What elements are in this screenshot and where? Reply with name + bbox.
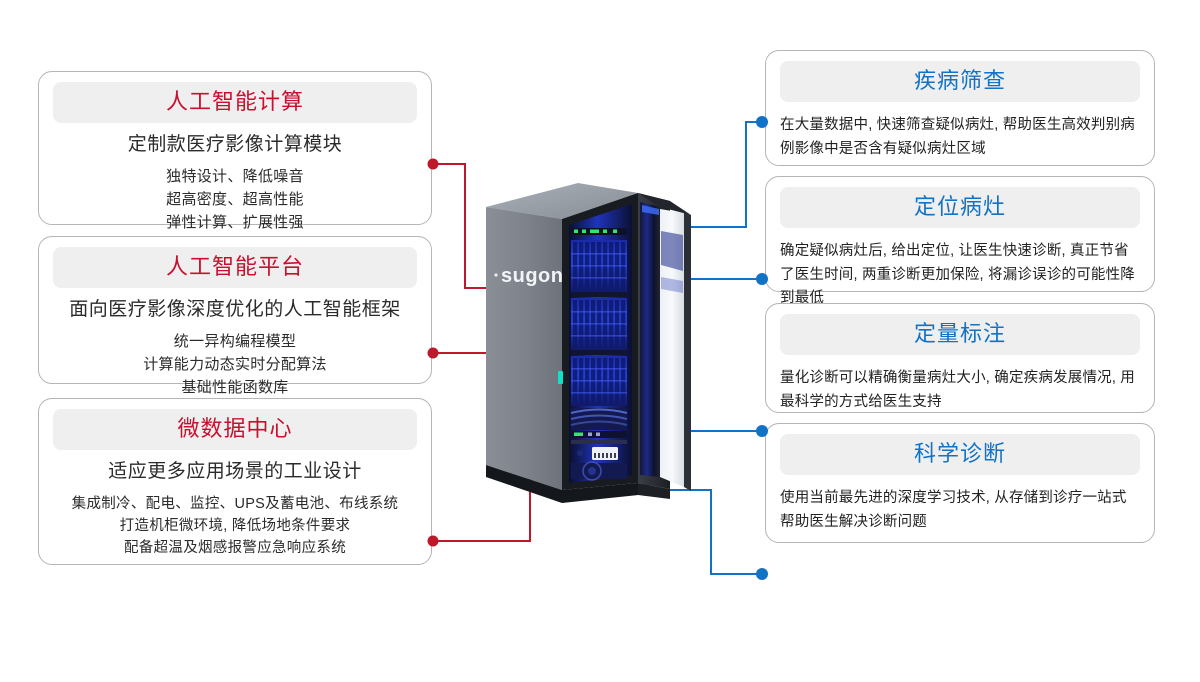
rack-side-panel	[486, 207, 562, 490]
sugon-logo: sugon	[494, 265, 569, 287]
left-card-line: 基础性能函数库	[181, 378, 289, 396]
right-card-title-3: 科学诊断	[780, 434, 1140, 476]
connector-segment	[464, 163, 466, 289]
rack-door-top-rail	[638, 193, 691, 215]
left-card-title-0: 人工智能计算	[53, 82, 417, 124]
left-card-lead-0: 定制款医疗影像计算模块	[127, 134, 343, 156]
right-card-lesion-localization[interactable]: 定位病灶 确定疑似病灶后, 给出定位, 让医生快速诊断, 真正节省了医生时间, …	[765, 176, 1155, 306]
left-card-lines-2: 集成制冷、配电、监控、UPS及蓄电池、布线系统 打造机柜微环境, 降低场地条件要…	[53, 493, 417, 559]
left-card-line: 打造机柜微环境, 降低场地条件要求	[119, 518, 351, 535]
left-card-lead-1: 面向医疗影像深度优化的人工智能框架	[69, 299, 401, 321]
left-card-line: 统一异构编程模型	[173, 333, 297, 351]
rack-power-panel	[571, 431, 627, 460]
rack-door-glass	[660, 209, 684, 487]
left-card-line: 弹性计算、扩展性强	[166, 213, 304, 231]
rack-power-indicator	[558, 371, 563, 384]
left-card-ai-computing[interactable]: 人工智能计算 定制款医疗影像计算模块 独特设计、降低噪音 超高密度、超高性能 弹…	[38, 71, 432, 231]
right-card-body-1: 确定疑似病灶后, 给出定位, 让医生快速诊断, 真正节省了医生时间, 两重诊断更…	[780, 243, 1136, 307]
rack-door-led-strip	[642, 205, 659, 215]
connector-segment	[710, 489, 712, 575]
connector-dot-card	[756, 568, 768, 580]
left-card-ai-platform[interactable]: 人工智能平台 面向医疗影像深度优化的人工智能框架 统一异构编程模型 计算能力动态…	[38, 236, 432, 396]
rack-base	[486, 465, 638, 503]
rack-blade-bays	[571, 240, 627, 406]
connector-segment	[710, 573, 763, 575]
right-card-body-3: 使用当前最先进的深度学习技术, 从存储到诊疗一站式帮助医生解决诊断问题	[780, 490, 1127, 530]
right-card-title-2: 定量标注	[780, 314, 1140, 356]
left-card-lead-2: 适应更多应用场景的工业设计	[108, 461, 362, 483]
connector-segment	[433, 540, 531, 542]
right-card-disease-screening[interactable]: 疾病筛查 在大量数据中, 快速筛查疑似病灶, 帮助医生高效判别病例影像中是否含有…	[765, 50, 1155, 166]
left-card-line: 集成制冷、配电、监控、UPS及蓄电池、布线系统	[71, 496, 399, 513]
right-card-body-0: 在大量数据中, 快速筛查疑似病灶, 帮助医生高效判别病例影像中是否含有疑似病灶区…	[780, 117, 1136, 157]
left-card-lines-1: 统一异构编程模型 计算能力动态实时分配算法 基础性能函数库	[53, 331, 417, 399]
left-card-title-1: 人工智能平台	[53, 247, 417, 289]
left-card-micro-data-center[interactable]: 微数据中心 适应更多应用场景的工业设计 集成制冷、配电、监控、UPS及蓄电池、布…	[38, 398, 432, 565]
left-card-lines-0: 独特设计、降低噪音 超高密度、超高性能 弹性计算、扩展性强	[53, 166, 417, 234]
server-rack-illustration: sugon	[470, 165, 700, 530]
rack-cooling-unit	[571, 461, 627, 481]
rack-cable-management	[570, 408, 628, 430]
rack-base-door	[638, 483, 670, 499]
left-card-line: 计算能力动态实时分配算法	[143, 355, 327, 373]
left-card-title-2: 微数据中心	[53, 409, 417, 451]
rack-door-edge	[684, 213, 691, 491]
left-card-line: 独特设计、降低噪音	[166, 168, 304, 186]
connector-segment	[745, 121, 763, 123]
connector-segment	[433, 163, 466, 165]
right-card-quantitative-annotation[interactable]: 定量标注 量化诊断可以精确衡量病灶大小, 确定疾病发展情况, 用最科学的方式给医…	[765, 303, 1155, 413]
right-card-scientific-diagnosis[interactable]: 科学诊断 使用当前最先进的深度学习技术, 从存储到诊疗一站式帮助医生解决诊断问题	[765, 423, 1155, 543]
left-card-line: 超高密度、超高性能	[166, 190, 304, 208]
connector-segment	[745, 122, 747, 228]
right-card-title-0: 疾病筛查	[780, 61, 1140, 103]
right-card-title-1: 定位病灶	[780, 187, 1140, 229]
rack-door-inner-panel	[640, 202, 660, 477]
rack-door-reflection	[661, 231, 683, 271]
right-card-body-2: 量化诊断可以精确衡量病灶大小, 确定疾病发展情况, 用最科学的方式给医生支持	[780, 370, 1136, 410]
rack-top-panel	[486, 183, 638, 219]
rack-status-leds	[574, 229, 617, 233]
left-card-line: 配备超温及烟感报警应急响应系统	[124, 540, 346, 557]
svg-text:sugon: sugon	[501, 265, 564, 287]
rack-door-reflection	[661, 277, 683, 293]
